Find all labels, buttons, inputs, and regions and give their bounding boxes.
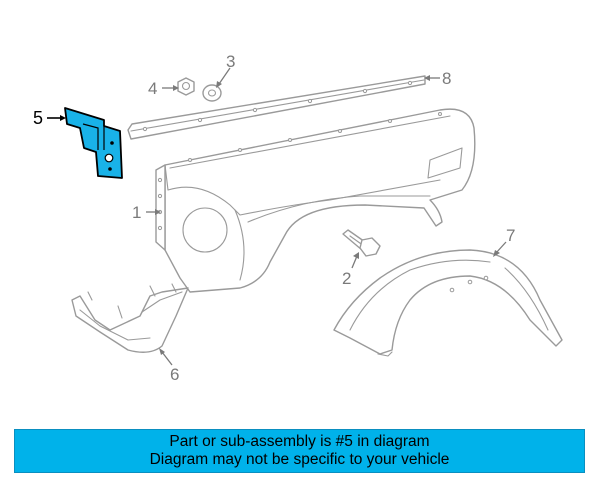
callout-leaders	[47, 67, 507, 366]
banner-line-2: Diagram may not be specific to your vehi…	[149, 451, 450, 468]
bracket-part-highlighted	[64, 107, 123, 179]
callout-numbers: 1 2 3 4 5 6 7 8	[33, 52, 515, 384]
callout-1-label: 1	[132, 203, 141, 222]
splash-shield-part	[71, 283, 189, 353]
callout-5-label: 5	[33, 108, 43, 128]
banner-line-1: Part or sub-assembly is #5 in diagram	[169, 433, 430, 450]
fender-part	[155, 108, 476, 293]
callout-7-label: 7	[506, 226, 515, 245]
callout-8-label: 8	[442, 69, 451, 88]
callout-3-label: 3	[226, 52, 235, 71]
nut-part	[177, 77, 195, 96]
parts-diagram: 1 2 3 4 5 6 7 8	[33, 52, 563, 384]
info-banner: Part or sub-assembly is #5 in diagram Di…	[14, 429, 585, 473]
callout-2-label: 2	[342, 269, 351, 288]
washer-part	[202, 84, 222, 102]
fender-liner-part	[333, 249, 563, 357]
bolt-part	[342, 229, 381, 257]
callout-6-label: 6	[170, 365, 179, 384]
callout-4-label: 4	[148, 79, 157, 98]
molding-strip-part	[127, 75, 426, 140]
